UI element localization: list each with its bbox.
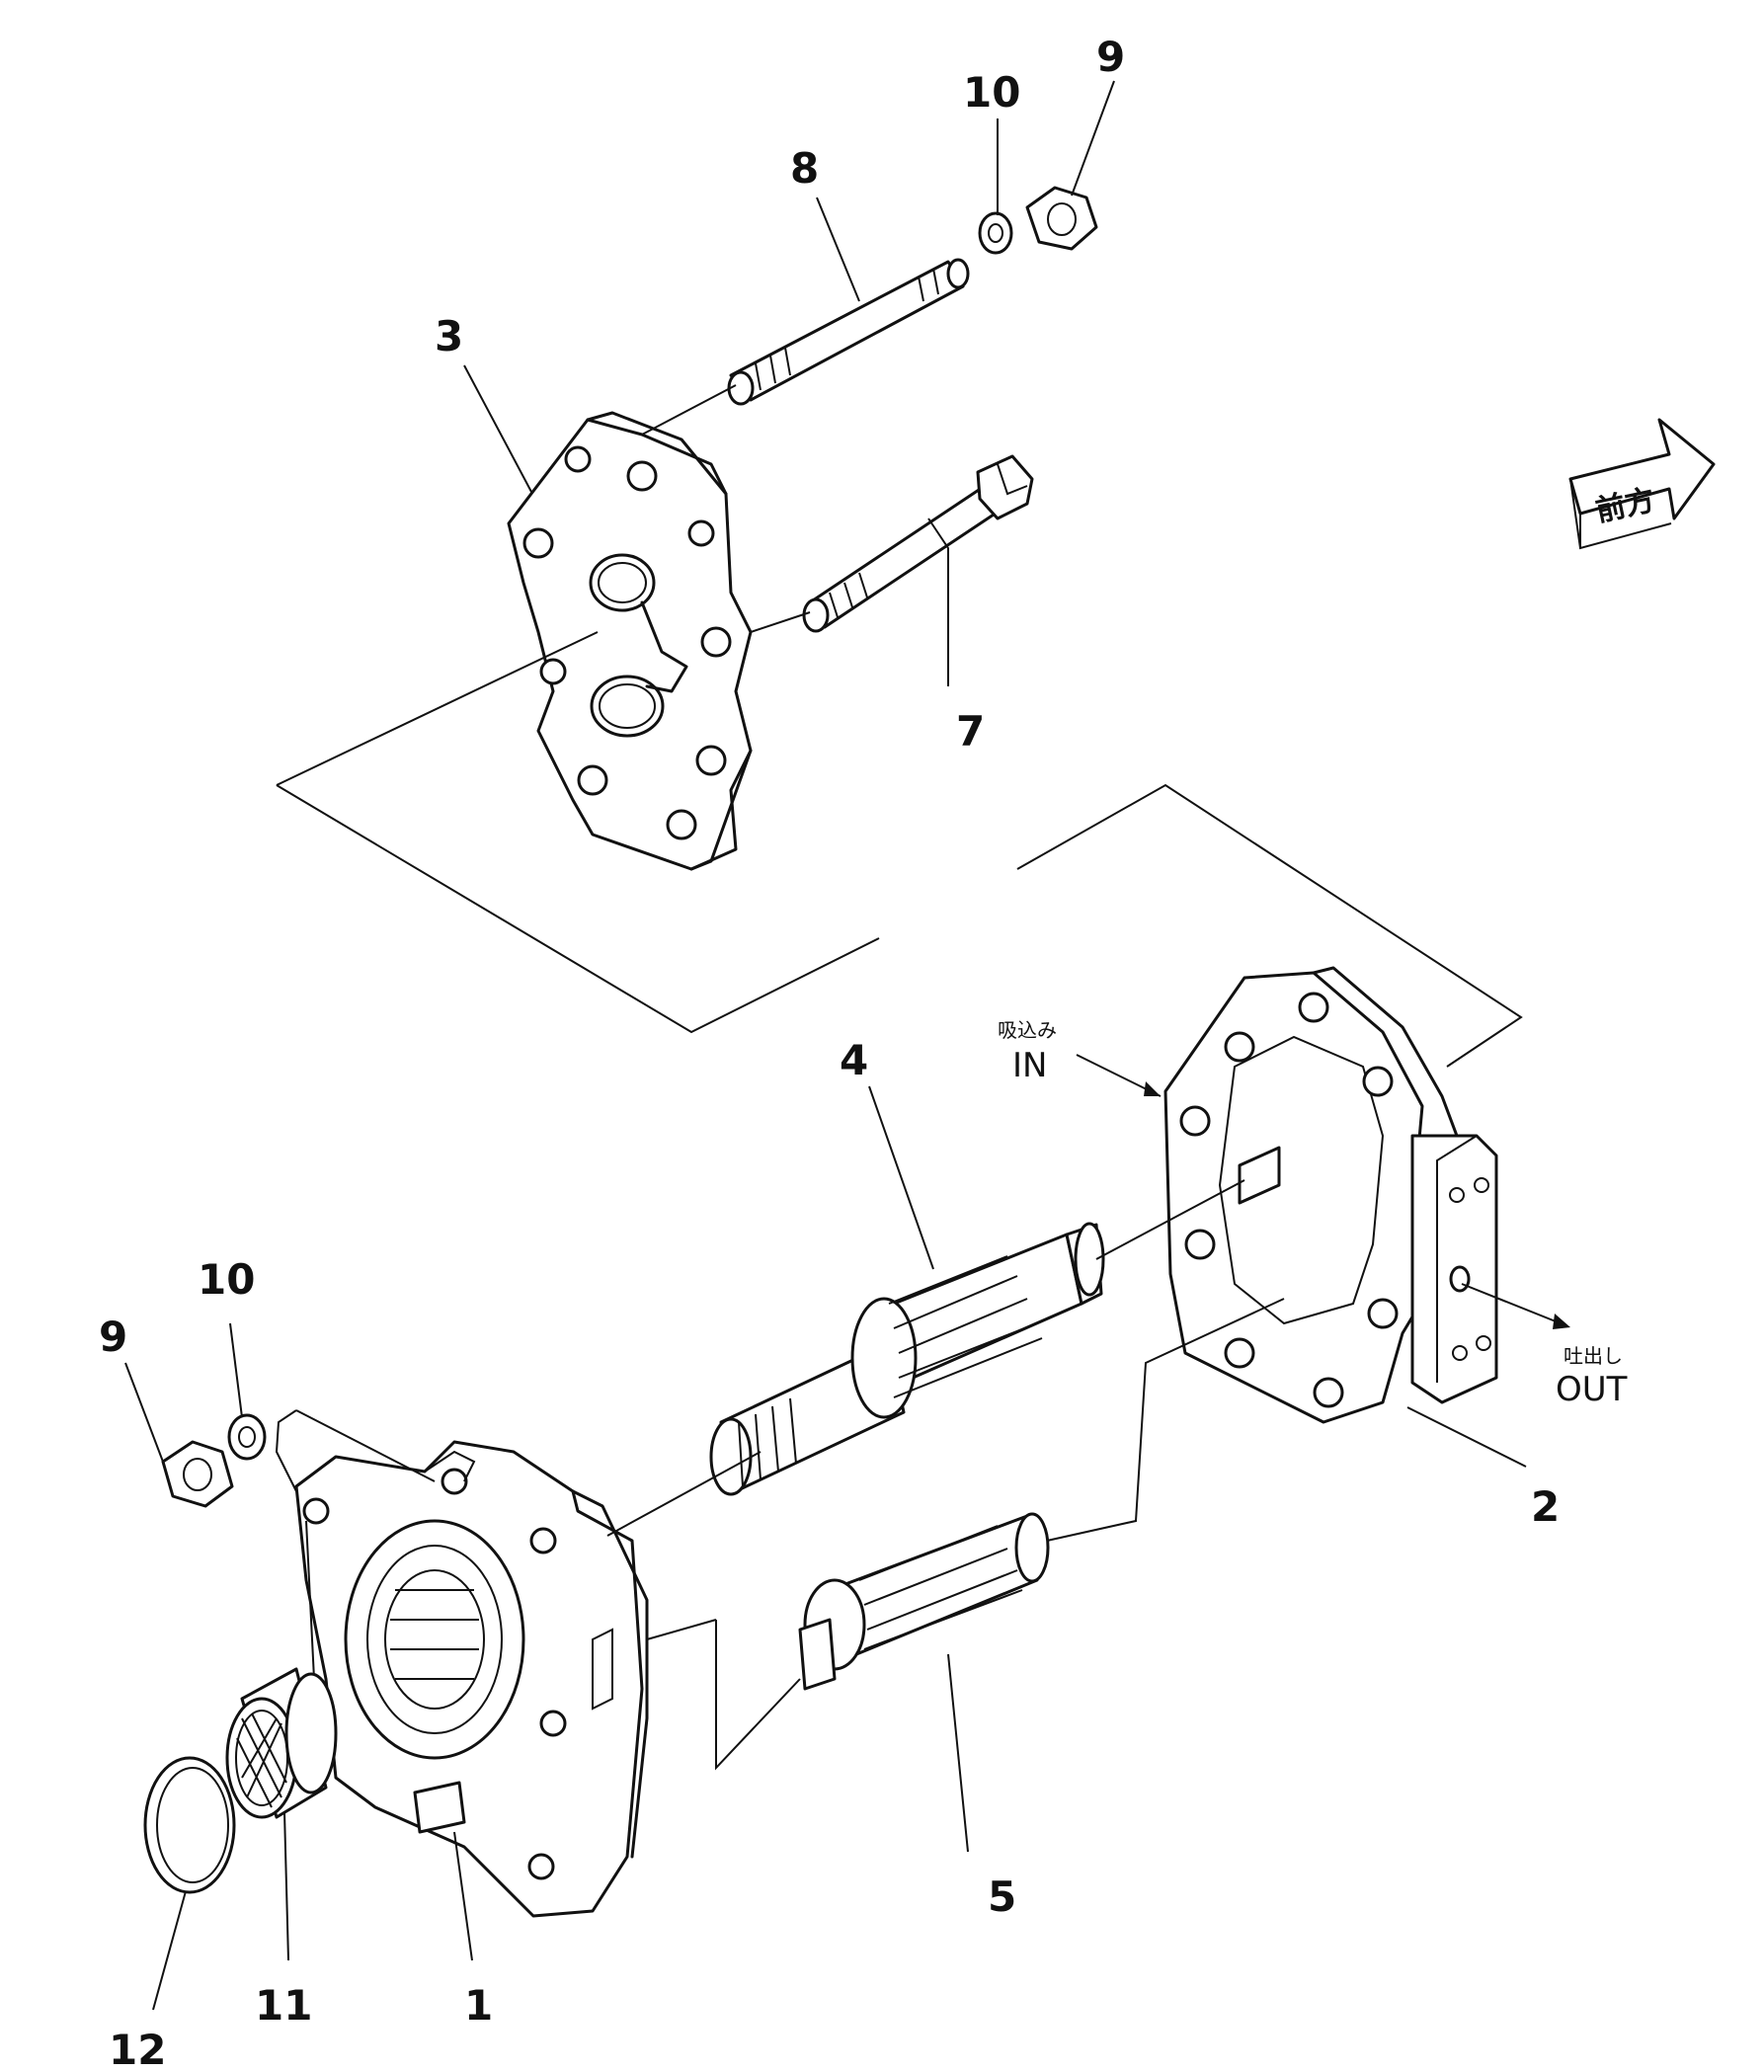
callout-3: 3 [435, 312, 463, 360]
callout-10-bottom: 10 [198, 1255, 255, 1304]
callout-7: 7 [956, 707, 985, 756]
callout-9-bottom: 9 [99, 1313, 127, 1361]
assembly-line [305, 1520, 315, 1680]
drive-gear-part-4 [709, 1222, 1105, 1496]
bushing-part-11 [225, 1667, 338, 1819]
leader-lines [124, 80, 1527, 2011]
outlet-arrowhead [1553, 1314, 1570, 1329]
callout-12: 12 [109, 2026, 166, 2072]
lock-washer-top-part-10 [978, 211, 1013, 255]
inlet-label-jp: 吸込み [998, 1018, 1057, 1042]
assembly-line [715, 1620, 801, 1771]
nut-top-part-9 [1025, 186, 1098, 251]
rear-cover-part-3 [507, 411, 753, 871]
assembly-line [295, 1409, 436, 1482]
assembly-line [641, 384, 737, 436]
driven-gear-part-5 [798, 1512, 1050, 1691]
assembly-line [606, 1451, 762, 1537]
assembly-line [646, 1619, 717, 1640]
inlet-label: IN [1012, 1046, 1047, 1085]
front-cover-part-1 [294, 1440, 649, 1918]
callout-10-top: 10 [963, 68, 1020, 117]
assembly-line [1016, 783, 1523, 1068]
pump-body-part-2 [1163, 966, 1498, 1424]
callout-11: 11 [255, 1981, 312, 2030]
lock-washer-bottom-part-10 [227, 1413, 267, 1461]
assembly-line [750, 611, 811, 633]
outlet-label-jp: 吐出し [1564, 1344, 1623, 1368]
stud-part-8 [727, 258, 970, 406]
assembly-line [276, 784, 880, 1034]
inlet-arrowhead [1144, 1081, 1161, 1096]
outlet-arrow [1461, 1283, 1562, 1324]
assembly-line [1046, 1298, 1285, 1542]
assembly-line [275, 1409, 297, 1492]
callout-2: 2 [1531, 1482, 1560, 1531]
snap-ring-part-12 [143, 1756, 236, 1894]
callout-1: 1 [464, 1981, 493, 2030]
callout-5: 5 [988, 1873, 1016, 1921]
assembly-line [276, 631, 599, 786]
callout-4: 4 [840, 1036, 868, 1084]
bolt-part-7 [802, 454, 1034, 633]
callout-8: 8 [790, 144, 819, 193]
assembly-line [1095, 1179, 1245, 1260]
front-direction-indicator: 前方 [1568, 418, 1716, 550]
nut-bottom-part-9 [161, 1440, 234, 1508]
callout-9-top: 9 [1096, 33, 1125, 81]
outlet-label: OUT [1556, 1370, 1628, 1409]
